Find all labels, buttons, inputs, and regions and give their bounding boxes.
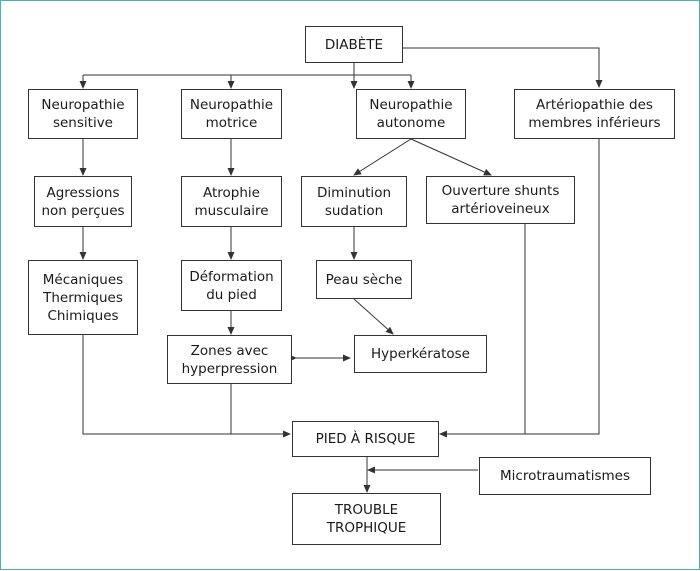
node-ouverture-line2: artérioveineux (451, 201, 550, 217)
node-ouverture-line1: Ouverture shunts (441, 183, 560, 199)
node-diminution-line1: Diminution (316, 184, 392, 201)
node-zones-line2: hyperpression (181, 360, 278, 377)
node-atrophie: Atrophie musculaire (181, 176, 282, 227)
node-diabete: DIABÈTE (305, 26, 403, 63)
arrow-to-arteriopathie (403, 47, 603, 88)
node-neuro-motrice-line1: Neuropathie (189, 97, 274, 113)
node-agressions-line2: non perçues (41, 202, 125, 219)
node-microtraumatismes-label: Microtraumatismes (500, 468, 630, 484)
node-trouble-line1: TROUBLE (334, 502, 399, 518)
node-neuropathie-sensitive: Neuropathie sensitive (28, 89, 138, 139)
arrow-zones-to-pied (230, 384, 291, 438)
arrow-arteriopathie-to-pied (439, 139, 600, 438)
node-microtraumatismes: Microtraumatismes (479, 457, 651, 495)
node-atrophie-line1: Atrophie (203, 184, 260, 201)
node-ouverture-shunts: Ouverture shunts artérioveineux (426, 176, 575, 224)
node-pied-a-risque: PIED À RISQUE (292, 421, 439, 457)
arrow-to-diminution (353, 138, 412, 176)
node-diabete-label: DIABÈTE (324, 36, 384, 53)
node-agressions-line1: Agressions (46, 184, 120, 201)
node-mecaniques-line3: Chimiques (47, 307, 119, 324)
node-diminution-sudation: Diminution sudation (301, 176, 407, 227)
node-mecaniques-line1: Mécaniques (42, 271, 124, 288)
node-arteriopathie-line1: Artériopathie des (536, 97, 653, 113)
node-peau-seche: Peau sèche (316, 260, 412, 299)
node-neuropathie-motrice: Neuropathie motrice (181, 89, 282, 139)
node-peau-seche-label: Peau sèche (325, 271, 403, 288)
arrow-to-ouverture (410, 138, 492, 176)
node-zones-hyperpression: Zones avec hyperpression (167, 335, 292, 384)
node-neuro-sensitive-line1: Neuropathie (41, 97, 125, 113)
node-neuro-autonome-line2: autonome (376, 115, 446, 131)
node-hyperkeratose: Hyperkératose (354, 335, 487, 373)
node-deformation: Déformation du pied (181, 260, 282, 311)
node-deformation-line2: du pied (206, 286, 257, 303)
node-hyperkeratose-label: Hyperkératose (371, 346, 470, 362)
node-trouble-trophique: TROUBLE TROPHIQUE (292, 493, 441, 545)
node-arteriopathie: Artériopathie des membres inférieurs (514, 89, 675, 139)
node-zones-line1: Zones avec (190, 342, 269, 359)
node-arteriopathie-line2: membres inférieurs (528, 115, 661, 131)
node-neuro-autonome-line1: Neuropathie (369, 97, 453, 113)
node-deformation-line1: Déformation (189, 268, 274, 285)
node-pied-a-risque-label: PIED À RISQUE (315, 431, 416, 447)
connector-mecaniques-to-pied (82, 335, 231, 435)
node-agressions: Agressions non perçues (34, 176, 132, 227)
node-mecaniques: Mécaniques Thermiques Chimiques (28, 260, 138, 335)
node-neuropathie-autonome: Neuropathie autonome (356, 89, 466, 139)
node-trouble-line2: TROPHIQUE (326, 520, 407, 536)
node-mecaniques-line2: Thermiques (43, 289, 123, 306)
arrow-to-hyperkeratose (353, 298, 394, 335)
node-neuro-motrice-line2: motrice (205, 115, 258, 131)
connector-ouverture-to-pied (441, 224, 526, 435)
node-atrophie-line2: musculaire (194, 202, 269, 219)
node-diminution-line2: sudation (324, 202, 384, 219)
node-neuro-sensitive-line2: sensitive (52, 115, 113, 131)
